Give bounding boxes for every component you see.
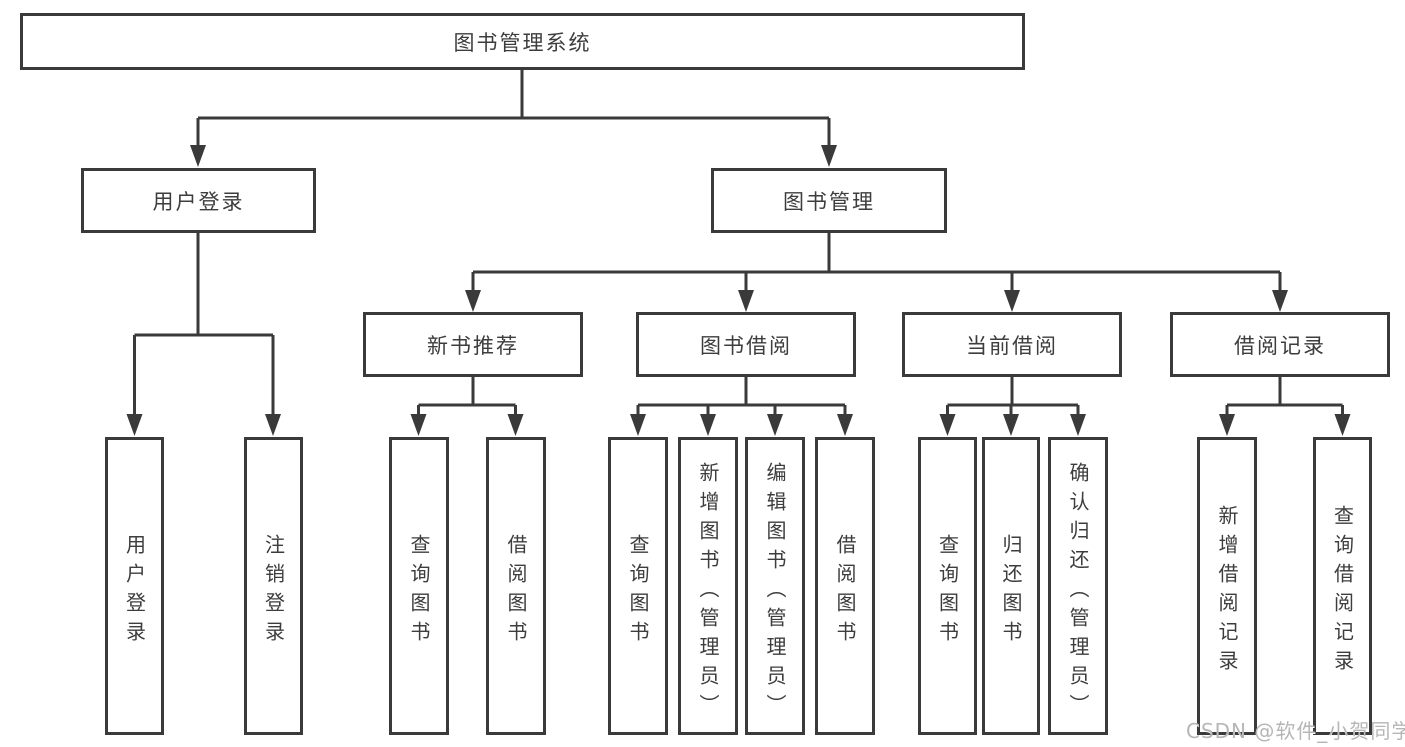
leaf-logout: 注销登录 — [244, 437, 303, 735]
node-new-book-recommend-label: 新书推荐 — [427, 333, 519, 358]
leaf-edit-books-admin-label: 编辑图书（管理员） — [763, 461, 787, 723]
leaf-confirm-return-admin-label: 确认归还（管理员） — [1066, 461, 1090, 723]
node-current-borrowing-label: 当前借阅 — [966, 333, 1058, 358]
leaf-query-borrow-record: 查询借阅记录 — [1313, 437, 1372, 735]
leaf-add-books-admin: 新增图书（管理员） — [678, 437, 738, 735]
node-new-book-recommend: 新书推荐 — [363, 312, 583, 377]
leaf-edit-books-admin: 编辑图书（管理员） — [745, 437, 805, 735]
node-user-login-label: 用户登录 — [152, 189, 245, 214]
watermark-text: CSDN @软件_小贺同学 — [1186, 719, 1405, 743]
leaf-user-login-label: 用户登录 — [122, 534, 147, 650]
connector-paths — [133, 70, 1344, 414]
leaf-query-books-borrowing: 查询图书 — [608, 437, 668, 735]
leaf-borrow-books-recommend: 借阅图书 — [486, 437, 546, 735]
leaf-borrow-books-recommend-label: 借阅图书 — [504, 534, 528, 650]
node-user-login: 用户登录 — [81, 168, 316, 233]
leaf-user-login: 用户登录 — [105, 437, 164, 735]
leaf-return-books-label: 归还图书 — [999, 534, 1023, 650]
leaf-return-books: 归还图书 — [982, 437, 1040, 735]
leaf-add-books-admin-label: 新增图书（管理员） — [696, 461, 720, 723]
node-book-management: 图书管理 — [711, 168, 947, 233]
arrowheads — [126, 145, 1351, 436]
leaf-query-borrow-record-label: 查询借阅记录 — [1330, 505, 1355, 679]
leaf-query-books-current: 查询图书 — [918, 437, 977, 735]
node-borrowing-records-label: 借阅记录 — [1234, 333, 1326, 358]
leaf-logout-label: 注销登录 — [261, 534, 286, 650]
leaf-query-books-current-label: 查询图书 — [935, 534, 960, 650]
node-book-management-label: 图书管理 — [783, 189, 875, 214]
leaf-add-borrow-record: 新增借阅记录 — [1197, 437, 1257, 735]
node-root-label: 图书管理系统 — [453, 30, 592, 55]
node-book-borrowing: 图书借阅 — [636, 312, 856, 377]
leaf-borrow-books: 借阅图书 — [815, 437, 875, 735]
node-root: 图书管理系统 — [20, 13, 1025, 70]
node-book-borrowing-label: 图书借阅 — [700, 333, 792, 358]
leaf-query-books-recommend: 查询图书 — [389, 437, 449, 735]
node-borrowing-records: 借阅记录 — [1170, 312, 1390, 377]
leaf-query-books-borrowing-label: 查询图书 — [626, 534, 650, 650]
leaf-query-books-recommend-label: 查询图书 — [407, 534, 431, 650]
node-current-borrowing: 当前借阅 — [902, 312, 1122, 377]
leaf-confirm-return-admin: 确认归还（管理员） — [1048, 437, 1108, 735]
leaf-add-borrow-record-label: 新增借阅记录 — [1215, 505, 1239, 679]
leaf-borrow-books-label: 借阅图书 — [833, 534, 857, 650]
